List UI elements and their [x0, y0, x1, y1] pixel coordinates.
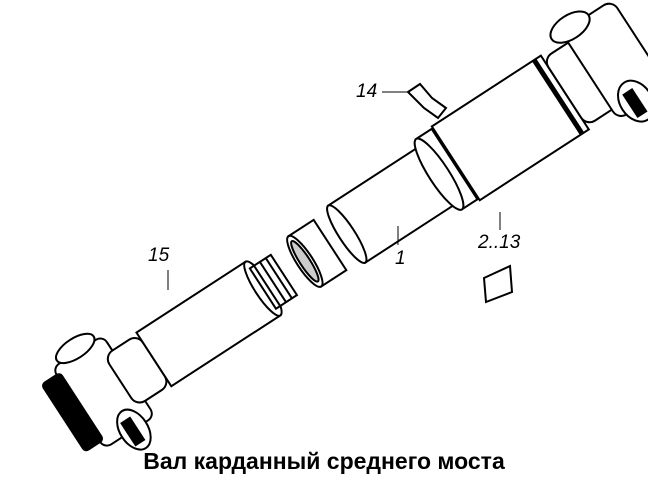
splined-sleeve	[286, 218, 348, 288]
callout-2-13: 2..13	[478, 232, 521, 253]
callout-15: 15	[148, 245, 170, 266]
plate-2-13	[482, 264, 514, 304]
leader-lines	[167, 91, 501, 290]
right-yoke	[545, 2, 648, 124]
drawing-caption: Вал карданный среднего моста	[143, 448, 505, 474]
bracket-14	[406, 82, 448, 120]
callout-14: 14	[356, 81, 378, 102]
callout-1: 1	[395, 248, 406, 269]
yoke-shaft-15	[135, 253, 299, 388]
left-yoke	[42, 332, 168, 452]
